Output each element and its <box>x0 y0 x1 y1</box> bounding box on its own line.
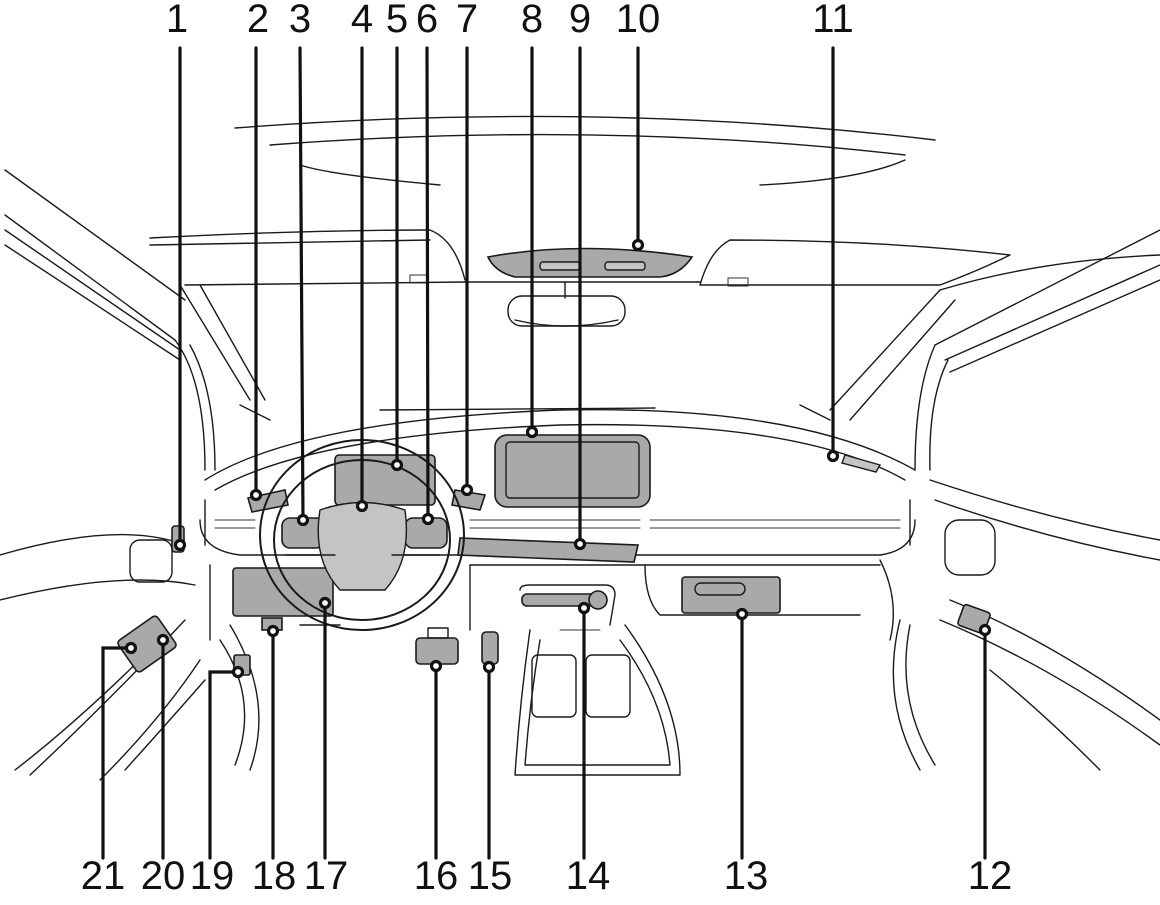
callout-1-label: 1 <box>166 0 188 41</box>
callout-3: 3 <box>289 0 311 527</box>
callout-20: 20 <box>141 633 186 898</box>
highlighted-components <box>117 247 991 676</box>
callout-16-label: 16 <box>414 854 459 898</box>
callout-17: 17 <box>304 596 349 898</box>
overhead-console <box>486 247 694 278</box>
center-display-screen <box>505 441 640 499</box>
callout-4-dot <box>355 499 369 513</box>
callout-21: 21 <box>81 641 138 898</box>
callout-3-leader <box>298 46 305 522</box>
callout-5-label: 5 <box>386 0 408 41</box>
callout-15-dot <box>482 660 496 674</box>
callout-3-dot <box>296 513 310 527</box>
callout-15: 15 <box>468 660 513 898</box>
callout-21-leader <box>101 646 133 860</box>
callout-7-label: 7 <box>456 0 478 41</box>
passenger-dash-trim <box>841 454 882 473</box>
callout-8: 8 <box>521 0 543 439</box>
callout-9-dot <box>573 537 587 551</box>
callout-2: 2 <box>247 0 269 502</box>
overhead-console-lens-left <box>539 261 581 271</box>
brake-pedal-arm <box>427 627 449 639</box>
callout-8-dot <box>525 425 539 439</box>
center-display <box>494 434 651 508</box>
callout-10-dot <box>631 238 645 252</box>
callout-13-dot <box>735 607 749 621</box>
callout-6: 6 <box>416 0 438 526</box>
driver-window-switch-panel <box>117 615 177 673</box>
glove-box-handle <box>694 582 746 596</box>
callout-1: 1 <box>166 0 188 552</box>
callout-12-label: 12 <box>968 854 1013 898</box>
callout-18: 18 <box>252 624 297 898</box>
callout-18-dot <box>266 624 280 638</box>
callout-1-dot <box>173 538 187 552</box>
callout-11-label: 11 <box>812 0 854 41</box>
interior-line-art <box>0 115 1160 781</box>
callout-14: 14 <box>566 601 611 898</box>
callout-6-dot <box>421 512 435 526</box>
callout-9: 9 <box>569 0 591 551</box>
callout-3-label: 3 <box>289 0 311 41</box>
callout-19: 19 <box>190 665 245 898</box>
callout-19-leader <box>208 670 240 860</box>
accelerator-pedal <box>481 631 499 665</box>
callout-20-label: 20 <box>141 854 186 898</box>
callout-14-label: 14 <box>566 854 611 898</box>
right-dash-switch <box>451 489 487 511</box>
console-knob <box>588 590 608 610</box>
callout-10-label: 10 <box>616 0 661 41</box>
callout-9-label: 9 <box>569 0 591 41</box>
center-trim-strip <box>457 537 640 563</box>
callout-5-dot <box>390 458 404 472</box>
callout-13: 13 <box>724 607 769 898</box>
callout-21-label: 21 <box>81 854 126 898</box>
callout-14-dot <box>577 601 591 615</box>
left-dash-switch <box>246 489 289 513</box>
callout-10: 10 <box>616 0 661 252</box>
callout-15-label: 15 <box>468 854 513 898</box>
callout-16-dot <box>429 659 443 673</box>
callout-6-label: 6 <box>416 0 438 41</box>
callout-8-label: 8 <box>521 0 543 41</box>
callout-18-label: 18 <box>252 854 297 898</box>
overhead-console-lens-right <box>604 261 646 271</box>
callout-11-dot <box>826 449 840 463</box>
callout-17-label: 17 <box>304 854 349 898</box>
callout-7: 7 <box>456 0 478 497</box>
callout-5: 5 <box>386 0 408 472</box>
callout-13-label: 13 <box>724 854 769 898</box>
callout-12-dot <box>978 623 992 637</box>
callout-4-label: 4 <box>351 0 373 41</box>
callout-11: 11 <box>812 0 854 463</box>
callout-6-leader <box>425 46 430 521</box>
callout-4: 4 <box>351 0 373 513</box>
callout-19-dot <box>231 665 245 679</box>
callout-17-dot <box>318 596 332 610</box>
callout-20-dot <box>156 633 170 647</box>
callout-12: 12 <box>968 623 1013 898</box>
callout-2-label: 2 <box>247 0 269 41</box>
callout-21-dot <box>124 641 138 655</box>
callout-7-dot <box>460 483 474 497</box>
callout-19-label: 19 <box>190 854 235 898</box>
callout-16: 16 <box>414 659 459 898</box>
steering-wheel-hub <box>317 501 408 591</box>
callout-2-dot <box>249 488 263 502</box>
